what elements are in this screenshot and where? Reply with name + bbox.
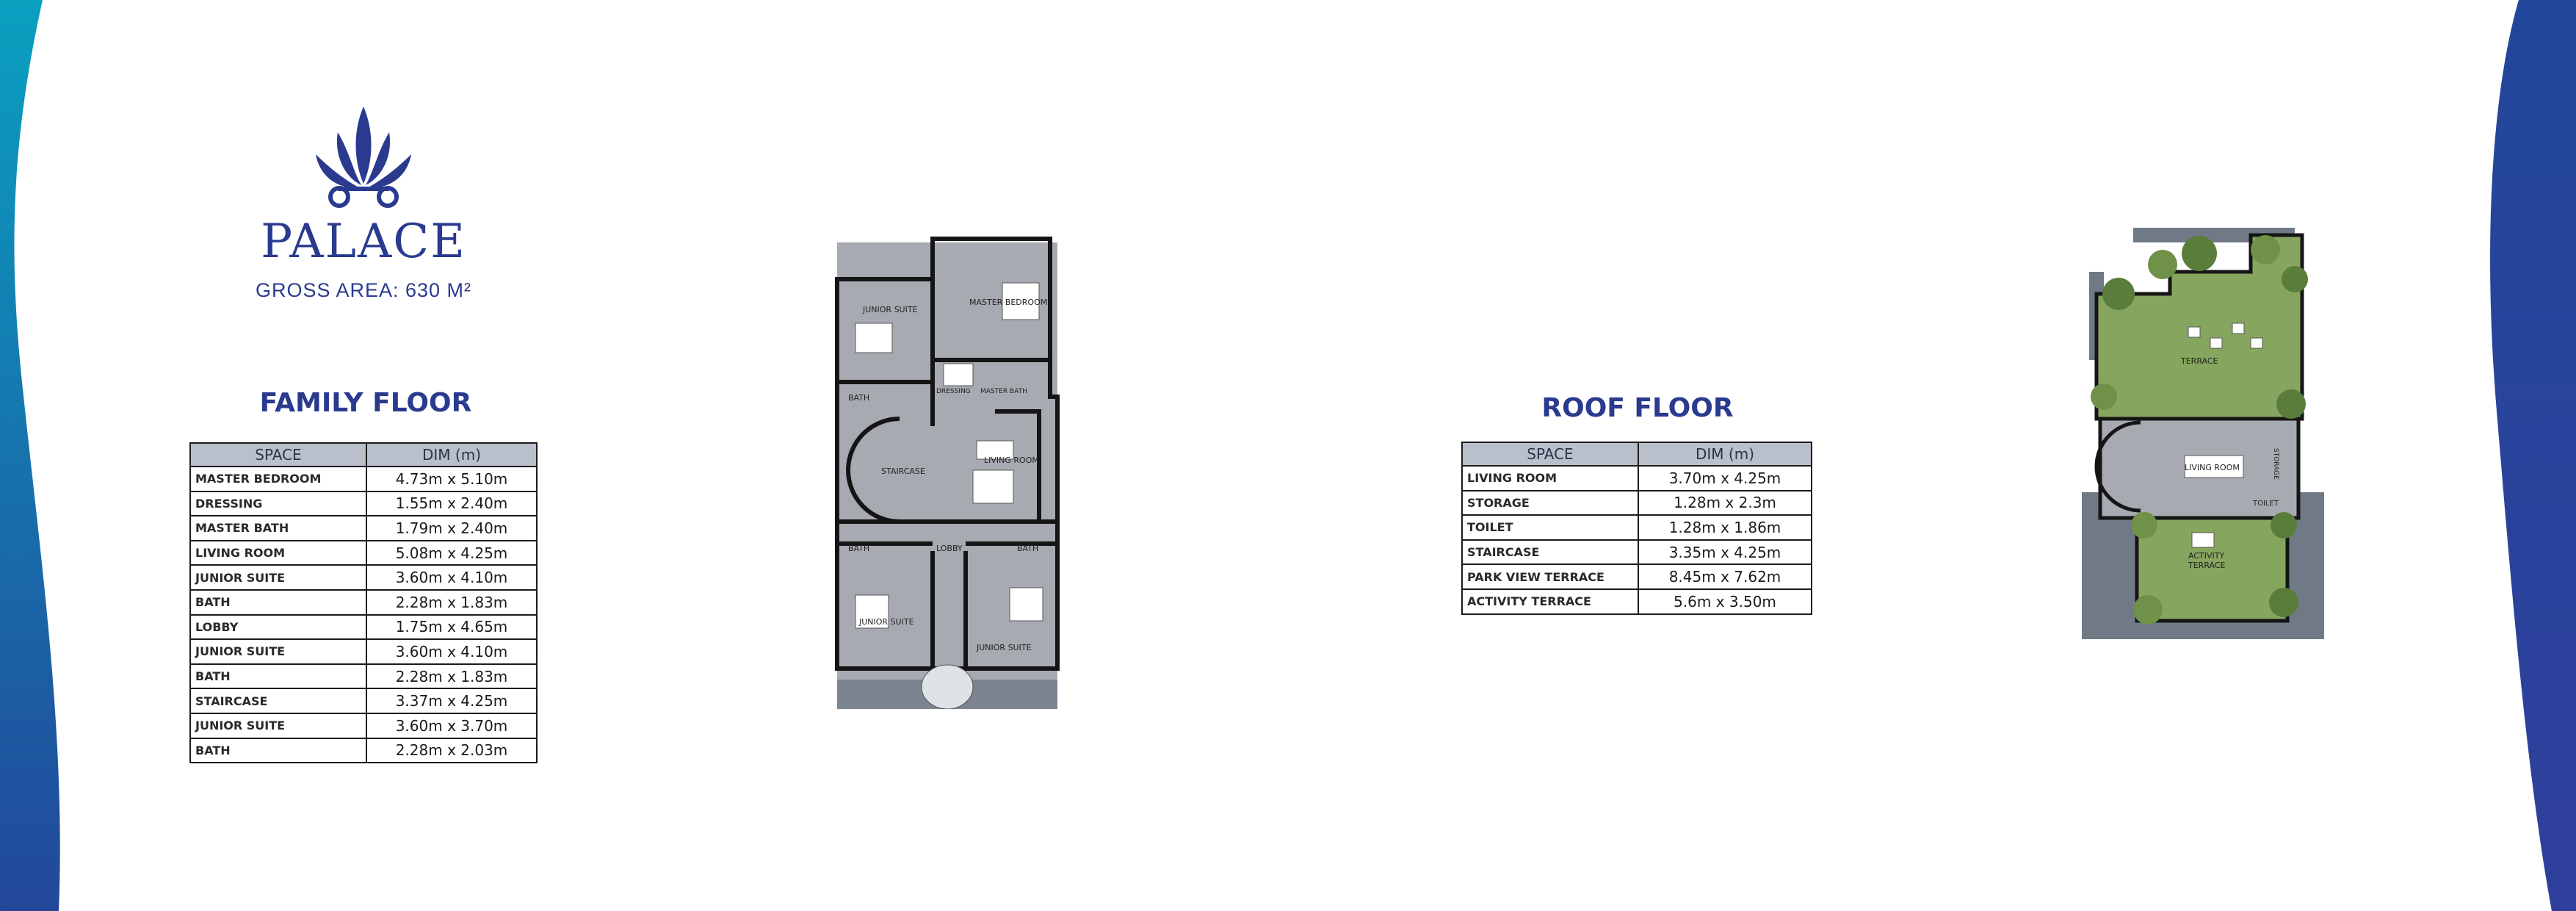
plan-walls xyxy=(835,237,1060,671)
dim-cell: 1.28m x 2.3m xyxy=(1638,489,1812,516)
column-header-space: SPACE xyxy=(1461,442,1639,467)
brand-name: PALACE xyxy=(261,215,466,269)
dim-cell: 3.35m x 4.25m xyxy=(1638,539,1812,566)
column-header-dim: DIM (m) xyxy=(1638,442,1812,467)
dim-cell: 1.28m x 1.86m xyxy=(1638,514,1812,541)
dim-cell: 1.79m x 2.40m xyxy=(366,515,538,541)
family-floor-plan: JUNIOR SUITE MASTER BEDROOM BATH DRESSIN… xyxy=(835,237,1060,709)
roof-staircase-wall xyxy=(2094,420,2141,513)
roof-floor-plan: TERRACE LIVING ROOM STORAGE TOILET ACTIV… xyxy=(2082,228,2324,639)
label-toilet: TOILET xyxy=(2252,500,2279,508)
trees xyxy=(2091,235,2308,624)
label-bath-right: BATH xyxy=(1017,544,1038,553)
dim-cell: 3.60m x 4.10m xyxy=(366,638,538,665)
space-cell: LOBBY xyxy=(189,613,367,641)
dim-cell: 3.60m x 3.70m xyxy=(366,712,538,739)
dim-cell: 3.37m x 4.25m xyxy=(366,688,538,714)
space-cell: JUNIOR SUITE xyxy=(189,712,367,739)
dim-cell: 8.45m x 7.62m xyxy=(1638,563,1812,590)
space-cell: JUNIOR SUITE xyxy=(189,638,367,665)
roof-indoor xyxy=(2098,417,2301,520)
column-header-dim: DIM (m) xyxy=(366,442,538,467)
dim-cell: 5.08m x 4.25m xyxy=(366,539,538,566)
space-cell: MASTER BATH xyxy=(189,515,367,541)
label-junior-suite-right: JUNIOR SUITE xyxy=(976,643,1032,652)
gross-area: GROSS AREA: 630 M² xyxy=(255,279,472,301)
space-cell: TOILET xyxy=(1461,514,1639,541)
dim-cell: 5.6m x 3.50m xyxy=(1638,588,1812,615)
label-master-bedroom: MASTER BEDROOM xyxy=(969,298,1047,307)
space-cell: BATH xyxy=(189,737,367,764)
label-roof-living-room: LIVING ROOM xyxy=(2185,463,2240,472)
column-header-space: SPACE xyxy=(189,442,367,467)
family-floor-title: FAMILY FLOOR xyxy=(259,388,472,418)
plan-furniture xyxy=(855,282,1043,709)
right-wave xyxy=(2490,0,2576,911)
label-activity: ACTIVITY xyxy=(2188,551,2224,561)
label-bath: BATH xyxy=(848,393,869,403)
dim-cell: 2.28m x 2.03m xyxy=(366,737,538,764)
dim-cell: 1.75m x 4.65m xyxy=(366,613,538,641)
label-junior-suite-left: JUNIOR SUITE xyxy=(858,617,914,627)
label-storage: STORAGE xyxy=(2272,448,2279,480)
label-master-bath: MASTER BATH xyxy=(980,388,1027,395)
space-cell: ACTIVITY TERRACE xyxy=(1461,588,1639,615)
space-cell: LIVING ROOM xyxy=(1461,465,1639,491)
space-cell: STORAGE xyxy=(1461,489,1639,516)
space-cell: BATH xyxy=(189,588,367,616)
dim-cell: 3.70m x 4.25m xyxy=(1638,465,1812,491)
dim-cell: 2.28m x 1.83m xyxy=(366,663,538,690)
label-lobby: LOBBY xyxy=(936,544,963,553)
space-cell: LIVING ROOM xyxy=(189,539,367,566)
dim-cell: 3.60m x 4.10m xyxy=(366,564,538,591)
space-cell: DRESSING xyxy=(189,490,367,517)
label-bath-left: BATH xyxy=(848,544,869,553)
label-activity-terrace: TERRACE xyxy=(2188,561,2226,570)
space-cell: MASTER BEDROOM xyxy=(189,466,367,492)
space-cell: STAIRCASE xyxy=(189,688,367,714)
label-living-room: LIVING ROOM xyxy=(984,455,1039,465)
palace-logo-icon xyxy=(316,107,411,208)
label-staircase: STAIRCASE xyxy=(881,467,925,476)
roof-furniture xyxy=(2184,323,2263,548)
dim-cell: 1.55m x 2.40m xyxy=(366,490,538,517)
dim-cell: 4.73m x 5.10m xyxy=(366,466,538,492)
space-cell: STAIRCASE xyxy=(1461,539,1639,566)
dim-cell: 2.28m x 1.83m xyxy=(366,588,538,616)
roof-floor-title: ROOF FLOOR xyxy=(1541,393,1734,423)
left-wave xyxy=(0,0,60,911)
label-terrace: TERRACE xyxy=(2180,356,2218,366)
label-dressing: DRESSING xyxy=(936,388,971,395)
space-cell: JUNIOR SUITE xyxy=(189,564,367,591)
space-cell: BATH xyxy=(189,663,367,690)
label-junior-suite: JUNIOR SUITE xyxy=(862,305,918,314)
space-cell: PARK VIEW TERRACE xyxy=(1461,563,1639,590)
